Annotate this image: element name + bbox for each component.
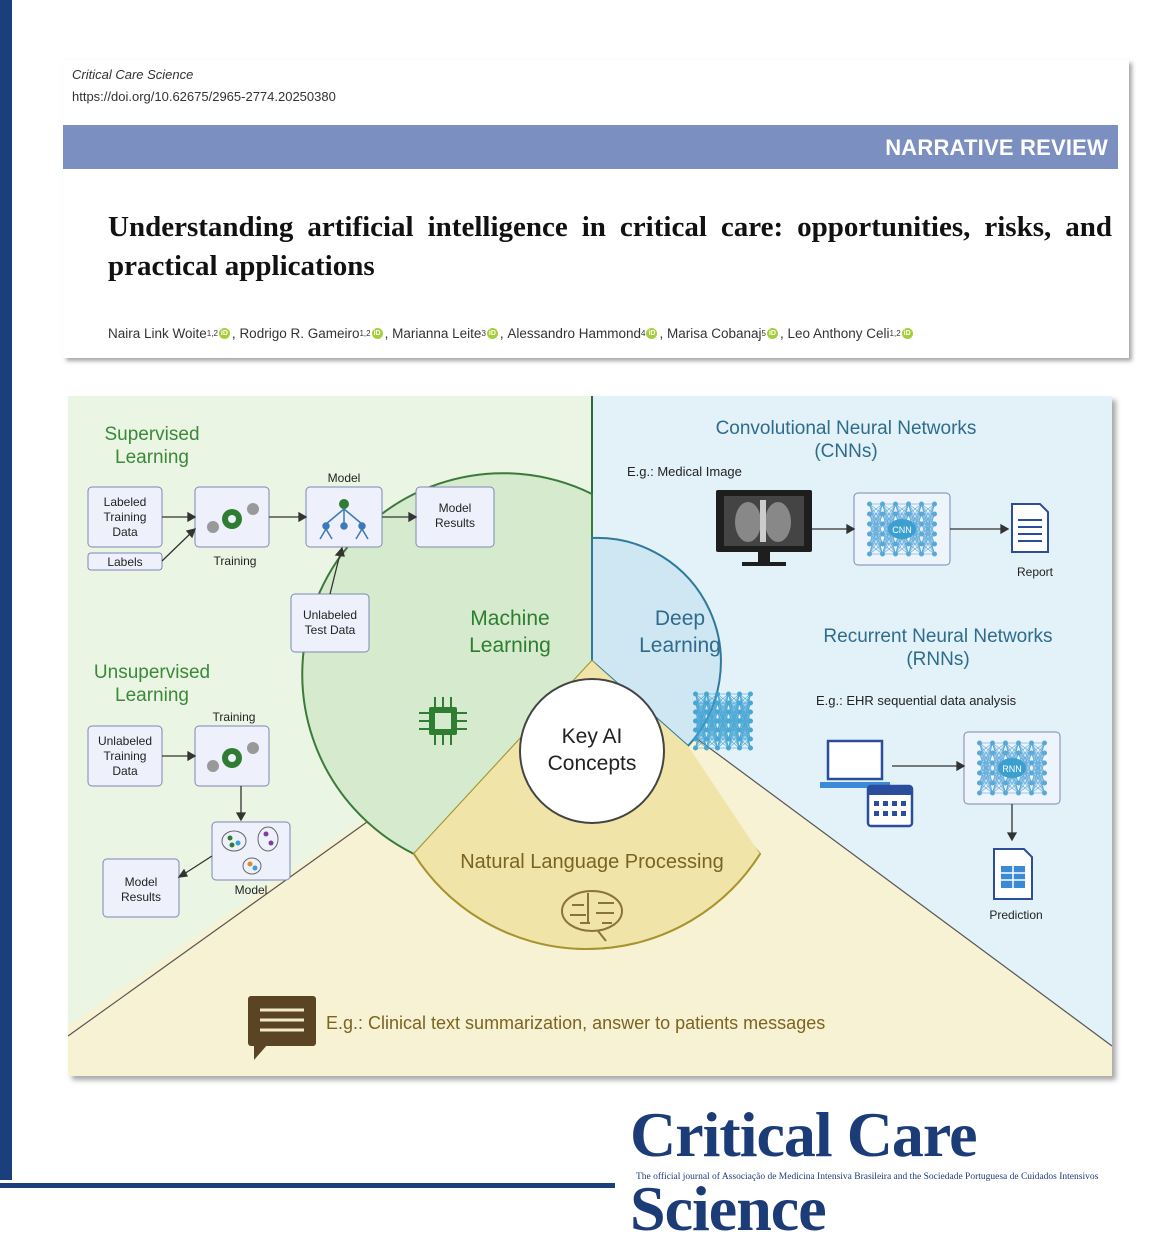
unsup-results-box (102, 858, 180, 918)
author-name: Alessandro Hammond (507, 326, 641, 341)
article-header-card (63, 60, 1129, 358)
doi-link[interactable]: https://doi.org/10.62675/2965-2774.20250… (72, 89, 336, 104)
bottom-accent-bar (0, 1183, 615, 1188)
svg-text:Unsupervised: Unsupervised (94, 662, 210, 683)
orcid-icon[interactable]: iD (218, 328, 230, 339)
author-affiliation: 4 (640, 329, 646, 338)
svg-text:Training: Training (104, 510, 147, 524)
chat-bubble-icon (248, 996, 316, 1060)
ml-label-2: Learning (469, 634, 551, 657)
svg-text:Model: Model (328, 471, 361, 485)
author-name: Rodrigo R. Gameiro (239, 326, 360, 341)
svg-text:Results: Results (121, 890, 161, 904)
author-affiliation: 1,2 (206, 329, 218, 338)
labels-box (87, 552, 163, 571)
supervised-title-1: Supervised (104, 424, 199, 445)
svg-text:Data: Data (112, 525, 138, 539)
deep-network-icon (692, 691, 753, 751)
tree-icon (319, 499, 369, 540)
chip-icon (419, 697, 467, 745)
center-label-2: Concepts (548, 752, 637, 775)
svg-text:Unlabeled: Unlabeled (303, 608, 357, 622)
author-name: Naira Link Woite (108, 326, 207, 341)
cluster-icon (221, 826, 279, 875)
orcid-icon[interactable]: iD (766, 328, 778, 339)
svg-text:Prediction: Prediction (989, 908, 1042, 922)
svg-text:Model: Model (125, 875, 158, 889)
dl-label-1: Deep (655, 607, 705, 630)
svg-text:Learning: Learning (115, 685, 189, 706)
monitor-xray-icon (716, 490, 812, 566)
svg-text:Unlabeled: Unlabeled (98, 734, 152, 748)
author-affiliation: 1,2 (889, 329, 901, 338)
cluster-model-box (211, 821, 291, 881)
orcid-icon[interactable]: iD (486, 328, 498, 339)
svg-text:(CNNs): (CNNs) (814, 441, 877, 462)
gears-icon (207, 503, 259, 533)
author-name: Leo Anthony Celi (787, 326, 890, 341)
svg-text:RNN: RNN (1002, 764, 1022, 774)
svg-text:Model: Model (439, 501, 472, 515)
report-icon (1011, 503, 1049, 553)
blue-region (592, 396, 1112, 1046)
supervised-title-2: Learning (115, 447, 189, 468)
svg-text:(RNNs): (RNNs) (906, 649, 969, 670)
dl-label-2: Learning (639, 634, 721, 657)
svg-text:Report: Report (1017, 565, 1054, 579)
prediction-icon (993, 848, 1033, 900)
svg-text:Convolutional Neural Networks: Convolutional Neural Networks (716, 418, 977, 439)
svg-text:Recurrent Neural Networks: Recurrent Neural Networks (823, 626, 1052, 647)
left-accent-bar (0, 0, 12, 1180)
svg-text:Labels: Labels (107, 555, 142, 569)
orcid-icon[interactable]: iD (901, 328, 913, 339)
svg-text:Training: Training (213, 710, 256, 724)
svg-text:Training: Training (104, 749, 147, 763)
orcid-icon[interactable]: iD (371, 328, 383, 339)
svg-text:Test Data: Test Data (305, 623, 356, 637)
nlp-label: Natural Language Processing (460, 851, 724, 873)
gears-icon-2 (207, 742, 259, 772)
author-affiliation: 3 (481, 329, 486, 338)
article-title: Understanding artificial intelligence in… (108, 211, 1112, 282)
journal-name: Critical Care Science (72, 67, 194, 82)
svg-text:Labeled: Labeled (104, 495, 147, 509)
svg-text:E.g.: EHR sequential data anal: E.g.: EHR sequential data analysis (816, 693, 1017, 708)
author-name: Marisa Cobanaj (666, 326, 762, 341)
laptop-icon (820, 739, 890, 788)
ml-label-1: Machine (470, 607, 549, 630)
center-circle (519, 678, 665, 824)
svg-text:Results: Results (435, 516, 475, 530)
svg-text:Model: Model (235, 883, 268, 897)
brain-icon (561, 890, 623, 942)
center-label-1: Key AI (562, 725, 623, 748)
key-ai-concepts-figure: Key AI Concepts Machine Learning Deep Le… (68, 396, 1112, 1076)
svg-text:Training: Training (214, 554, 257, 568)
svg-text:E.g.: Clinical text summarizat: E.g.: Clinical text summarization, answe… (326, 1013, 825, 1033)
orcid-icon[interactable]: iD (646, 328, 658, 339)
svg-text:E.g.: Medical Image: E.g.: Medical Image (627, 464, 742, 479)
section-band: NARRATIVE REVIEW (63, 125, 1118, 169)
svg-text:Data: Data (112, 764, 138, 778)
author-name: Marianna Leite (392, 326, 482, 341)
section-label: NARRATIVE REVIEW (885, 135, 1108, 160)
author-affiliation: 5 (761, 329, 766, 338)
calendar-icon (866, 784, 914, 828)
journal-tagline: The official journal of Associação de Me… (636, 1172, 1099, 1182)
author-affiliation: 1,2 (359, 329, 371, 338)
svg-text:CNN: CNN (892, 525, 912, 535)
